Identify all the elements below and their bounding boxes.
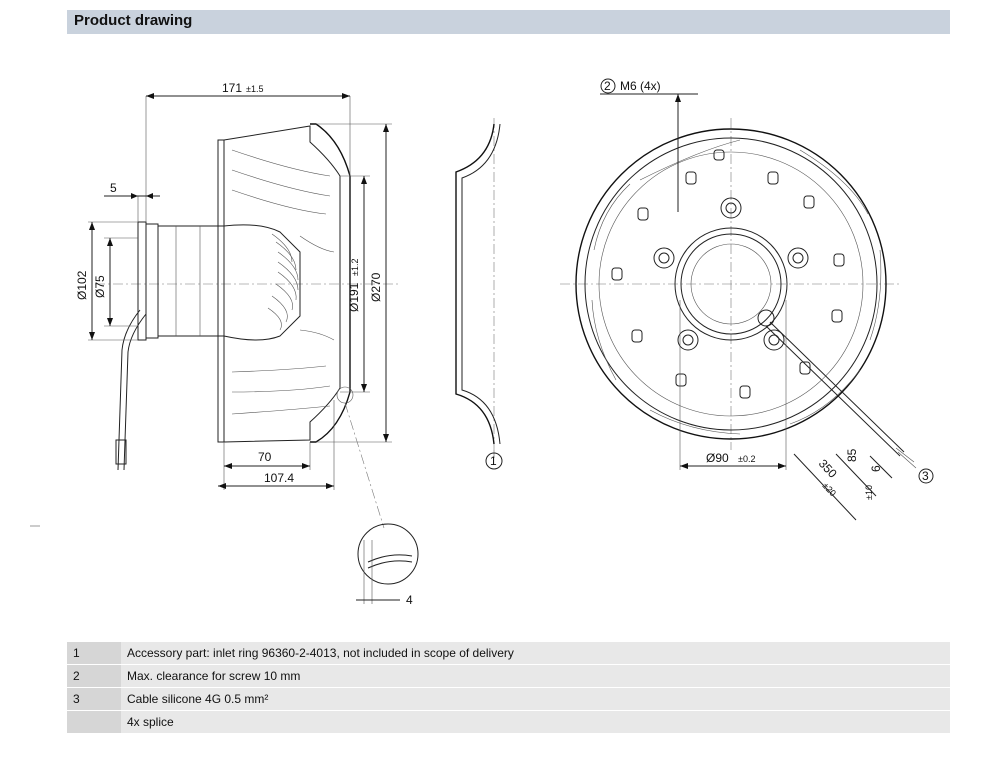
dim-171-tol: ±1.5 (246, 84, 263, 94)
dim-5: 5 (110, 181, 117, 195)
legend-text: Max. clearance for screw 10 mm (121, 664, 950, 688)
legend-row: 4x splice (67, 710, 950, 734)
dim-cable-350-tol: ±20 (821, 481, 839, 499)
legend-row: 1 Accessory part: inlet ring 96360-2-401… (67, 642, 950, 665)
dim-171: 171 (222, 81, 242, 95)
callout-2: 2 (604, 79, 611, 93)
dim-dia-191: Ø191 (347, 282, 361, 312)
dim-dia-191-tol: ±1.2 (350, 259, 360, 276)
dim-cable-85-tol: ±10 (864, 485, 874, 500)
legend-row: 2 Max. clearance for screw 10 mm (67, 664, 950, 688)
section-title: Product drawing (74, 12, 193, 29)
dim-107-4: 107.4 (264, 471, 294, 485)
inlet-ring-view: 1 (455, 118, 503, 470)
dim-dia-270: Ø270 (369, 272, 383, 302)
section-header: Product drawing (67, 10, 950, 34)
legend-num: 3 (67, 687, 121, 711)
dim-dia-90-tol: ±0.2 (738, 454, 755, 464)
dim-dia-75: Ø75 (93, 275, 107, 298)
legend-table: 1 Accessory part: inlet ring 96360-2-401… (67, 642, 950, 734)
legend-text: 4x splice (121, 710, 950, 734)
side-view: 171 ±1.5 5 Ø102 Ø75 Ø191 ±1.2 Ø270 (30, 81, 419, 607)
dim-screw: M6 (4x) (620, 79, 661, 93)
dim-detail-4: 4 (406, 593, 413, 607)
legend-row: 3 Cable silicone 4G 0.5 mm² (67, 687, 950, 711)
dim-70: 70 (258, 450, 272, 464)
legend-num: 2 (67, 664, 121, 688)
dim-cable-350: 350 (816, 456, 840, 480)
front-view: Ø90 ±0.2 2 M6 (4x) 350 ±20 85 ±10 6 3 (560, 78, 934, 521)
legend-num: 1 (67, 642, 121, 665)
legend-text: Cable silicone 4G 0.5 mm² (121, 687, 950, 711)
legend-num (67, 710, 121, 734)
dim-dia-90: Ø90 (706, 451, 729, 465)
dim-cable-6: 6 (869, 465, 883, 472)
callout-1: 1 (490, 454, 497, 468)
dim-dia-102: Ø102 (75, 270, 89, 300)
dim-cable-85: 85 (845, 448, 859, 462)
legend-text: Accessory part: inlet ring 96360-2-4013,… (121, 642, 950, 665)
callout-3: 3 (922, 469, 929, 483)
technical-drawing: 171 ±1.5 5 Ø102 Ø75 Ø191 ±1.2 Ø270 (30, 78, 934, 607)
